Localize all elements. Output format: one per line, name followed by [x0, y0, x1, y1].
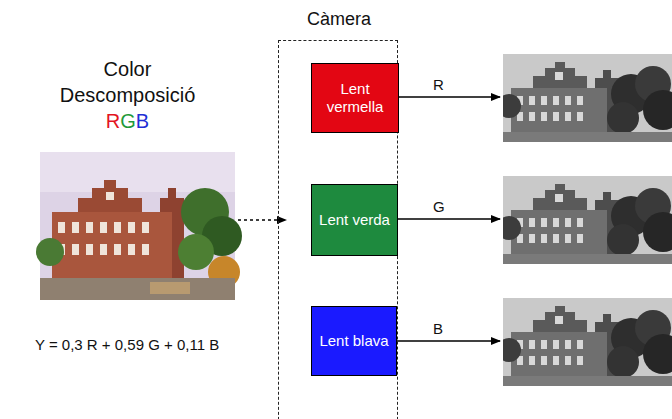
- channel-label: G: [433, 198, 445, 216]
- lens-label: Lent blava: [319, 332, 388, 350]
- output-arrow: [392, 340, 500, 341]
- lens-text-group: Lent vermella: [318, 80, 392, 116]
- lens-box: Lent verda: [311, 184, 398, 256]
- title-text: Color Descomposició: [40, 56, 215, 108]
- rgb-letter: B: [136, 108, 149, 134]
- red-channel-photo: [497, 54, 672, 142]
- blue-channel-photo: [497, 298, 672, 386]
- rgb-letter: G: [120, 108, 136, 134]
- formula: Y = 0,3 R + 0,59 G + 0,11 B: [35, 336, 219, 354]
- lens-label: Lent verda: [319, 211, 390, 229]
- channel-label: B: [433, 320, 443, 338]
- lens-label: Lent vermella: [318, 80, 392, 116]
- channel-label: R: [433, 76, 444, 94]
- frame-heading: Càmera: [259, 8, 419, 30]
- lens-text-group: Lent blava: [319, 332, 388, 350]
- lens-box: Lent vermella: [311, 63, 399, 133]
- colour-photo: [36, 152, 242, 300]
- green-channel-photo: [497, 176, 672, 264]
- camera-frame: CàmeraLent vermellaLent verdaLent blava: [278, 40, 398, 419]
- lens-text-group: Lent verda: [319, 211, 390, 229]
- rgb-heading: RGB: [40, 108, 215, 134]
- output-arrow: [392, 96, 500, 97]
- rgb-letter: R: [106, 108, 120, 134]
- output-arrow: [392, 218, 500, 219]
- lens-box: Lent blava: [311, 306, 397, 376]
